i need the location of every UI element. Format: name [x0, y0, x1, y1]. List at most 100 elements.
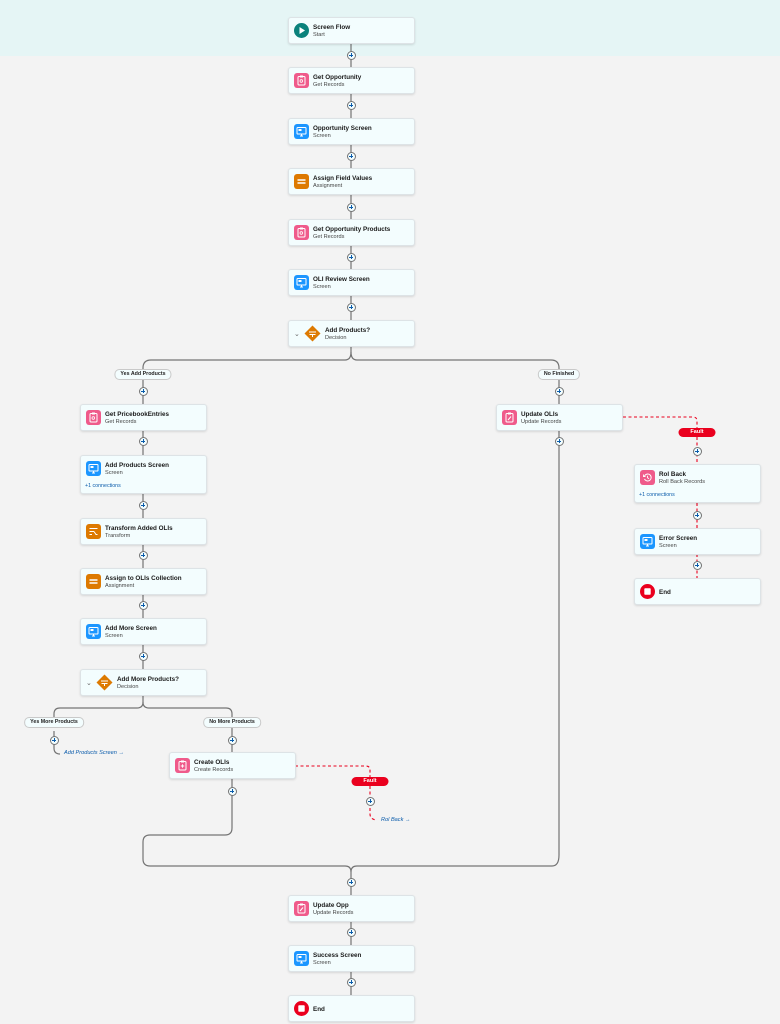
- get-records-icon: [294, 225, 309, 240]
- screen-icon: [294, 275, 309, 290]
- decision-icon: [304, 325, 321, 342]
- node-type: Decision: [117, 684, 139, 690]
- add-element-button[interactable]: [346, 977, 356, 987]
- add-element-button[interactable]: [138, 386, 148, 396]
- stop-icon: [640, 584, 655, 599]
- add-element-button[interactable]: [554, 386, 564, 396]
- screen-icon: [294, 951, 309, 966]
- node-opportunity-screen[interactable]: Opportunity Screen Screen: [288, 118, 415, 145]
- node-get-pricebook-entries[interactable]: Get PricebookEntries Get Records: [80, 404, 207, 431]
- connections-link[interactable]: +1 connections: [639, 492, 675, 498]
- branch-label-no-finished[interactable]: No Finished: [537, 369, 581, 380]
- node-title: Success Screen: [313, 952, 362, 959]
- branch-label-no-more-products[interactable]: No More Products: [203, 717, 261, 728]
- add-element-button[interactable]: [138, 500, 148, 510]
- add-element-button[interactable]: [227, 735, 237, 745]
- add-element-button[interactable]: [346, 302, 356, 312]
- node-type: Start: [313, 32, 325, 38]
- goto-rol-back-link[interactable]: Rol Back →: [381, 817, 411, 823]
- node-type: Screen: [105, 470, 123, 476]
- add-element-button[interactable]: [227, 786, 237, 796]
- node-title: Add More Products?: [117, 676, 179, 683]
- node-update-opp[interactable]: Update Opp Update Records: [288, 895, 415, 922]
- node-success-screen[interactable]: Success Screen Screen: [288, 945, 415, 972]
- node-title: End: [313, 1006, 325, 1013]
- node-type: Roll Back Records: [659, 479, 706, 485]
- add-element-button[interactable]: [346, 151, 356, 161]
- add-element-button[interactable]: [346, 202, 356, 212]
- add-element-button[interactable]: [138, 600, 148, 610]
- node-get-opportunity-products[interactable]: Get Opportunity Products Get Records: [288, 219, 415, 246]
- node-end-fault[interactable]: End: [634, 578, 761, 605]
- node-title: Update OLIs: [521, 411, 559, 418]
- fault-badge: Fault: [351, 777, 389, 786]
- add-element-button[interactable]: [346, 877, 356, 887]
- node-update-olis[interactable]: Update OLIs Update Records: [496, 404, 623, 431]
- node-type: Screen: [659, 543, 677, 549]
- add-element-button[interactable]: [692, 560, 702, 570]
- add-element-button[interactable]: [692, 510, 702, 520]
- add-element-button[interactable]: [138, 550, 148, 560]
- add-element-button[interactable]: [138, 436, 148, 446]
- screen-icon: [86, 624, 101, 639]
- node-title: End: [659, 589, 671, 596]
- add-element-button[interactable]: [346, 252, 356, 262]
- node-assign-field-values[interactable]: Assign Field Values Assignment: [288, 168, 415, 195]
- rollback-icon: [640, 470, 655, 485]
- add-element-button[interactable]: [554, 436, 564, 446]
- node-type: Screen: [313, 960, 331, 966]
- node-title: OLI Review Screen: [313, 276, 370, 283]
- node-rol-back[interactable]: Rol Back Roll Back Records +1 connection…: [634, 464, 761, 503]
- fault-badge: Fault: [678, 428, 716, 437]
- node-title: Get PricebookEntries: [105, 411, 170, 418]
- add-element-button[interactable]: [49, 735, 59, 745]
- node-end-main[interactable]: End: [288, 995, 415, 1022]
- decision-icon: [96, 674, 113, 691]
- add-element-button[interactable]: [346, 100, 356, 110]
- node-type: Screen: [313, 133, 331, 139]
- node-add-more-products-decision[interactable]: ⌄ Add More Products? Decision: [80, 669, 207, 696]
- node-transform-added-olis[interactable]: Transform Added OLIs Transform: [80, 518, 207, 545]
- node-start[interactable]: Screen Flow Start: [288, 17, 415, 44]
- add-element-button[interactable]: [346, 50, 356, 60]
- chevron-down-icon[interactable]: ⌄: [294, 331, 300, 338]
- branch-label-yes-add-products[interactable]: Yes Add Products: [114, 369, 172, 380]
- node-type: Update Records: [313, 910, 354, 916]
- node-type: Update Records: [521, 419, 562, 425]
- node-add-products-decision[interactable]: ⌄ Add Products? Decision: [288, 320, 415, 347]
- node-type: Decision: [325, 335, 347, 341]
- node-add-products-screen[interactable]: Add Products Screen Screen +1 connection…: [80, 455, 207, 494]
- node-error-screen[interactable]: Error Screen Screen: [634, 528, 761, 555]
- node-add-more-screen[interactable]: Add More Screen Screen: [80, 618, 207, 645]
- add-element-button[interactable]: [692, 446, 702, 456]
- node-assign-to-olis-collection[interactable]: Assign to OLIs Collection Assignment: [80, 568, 207, 595]
- chevron-down-icon[interactable]: ⌄: [86, 680, 92, 687]
- node-type: Get Records: [105, 419, 137, 425]
- add-element-button[interactable]: [138, 651, 148, 661]
- node-title: Error Screen: [659, 535, 698, 542]
- node-create-olis[interactable]: Create OLIs Create Records: [169, 752, 296, 779]
- update-records-icon: [294, 901, 309, 916]
- connections-link[interactable]: +1 connections: [85, 483, 121, 489]
- node-oli-review-screen[interactable]: OLI Review Screen Screen: [288, 269, 415, 296]
- node-type: Get Records: [313, 82, 345, 88]
- transform-icon: [86, 524, 101, 539]
- branch-label-yes-more-products[interactable]: Yes More Products: [24, 717, 84, 728]
- node-title: Create OLIs: [194, 759, 230, 766]
- node-get-opportunity[interactable]: Get Opportunity Get Records: [288, 67, 415, 94]
- node-type: Screen: [105, 633, 123, 639]
- screen-icon: [86, 461, 101, 476]
- goto-add-products-screen-link[interactable]: Add Products Screen →: [64, 750, 125, 756]
- stop-icon: [294, 1001, 309, 1016]
- get-records-icon: [86, 410, 101, 425]
- node-title: Add Products?: [325, 327, 371, 334]
- node-title: Add Products Screen: [105, 462, 170, 469]
- node-type: Assignment: [105, 583, 135, 589]
- update-records-icon: [502, 410, 517, 425]
- add-element-button[interactable]: [346, 927, 356, 937]
- play-icon: [294, 23, 309, 38]
- create-records-icon: [175, 758, 190, 773]
- add-element-button[interactable]: [365, 796, 375, 806]
- node-title: Get Opportunity: [313, 74, 362, 81]
